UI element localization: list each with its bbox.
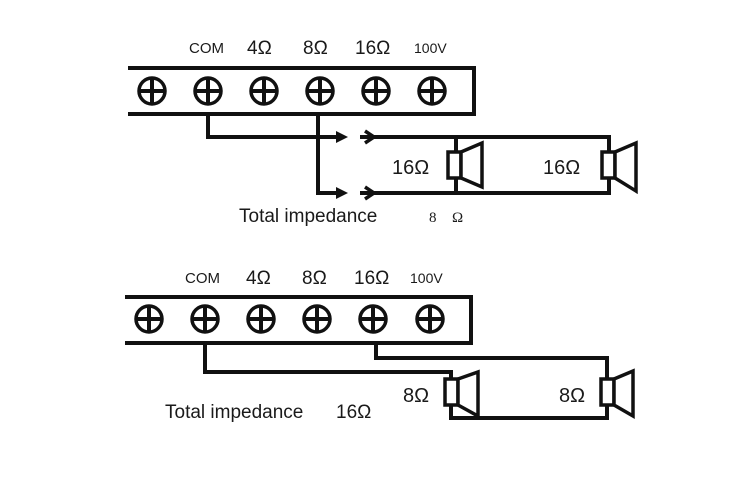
terminal-label-4ohm: 4Ω — [246, 268, 271, 289]
total-impedance-value: 8 — [429, 210, 437, 226]
screw-terminal-icon — [246, 304, 276, 334]
speaker-icon — [443, 369, 480, 419]
terminal-label-100v: 100V — [414, 40, 447, 56]
screw-terminal-icon — [137, 76, 167, 106]
screw-terminal-icon — [134, 304, 164, 334]
screw-terminal-icon — [415, 304, 445, 334]
wire-16ohm — [374, 342, 609, 382]
terminal-label-16ohm: 16Ω — [355, 38, 390, 59]
speaker-icon — [446, 140, 484, 190]
wire-series-link — [449, 402, 609, 420]
speaker-icon — [600, 140, 638, 195]
total-impedance-value: 16Ω — [336, 402, 371, 423]
speaker-impedance-label: 8Ω — [403, 385, 429, 407]
terminal-strip — [128, 66, 476, 116]
arrow-icon — [336, 131, 348, 143]
terminals — [134, 304, 445, 334]
terminal-label-com: COM — [189, 40, 224, 57]
panel-parallel: COM 4Ω 8Ω 16Ω 100V 16Ω 16Ω — [128, 38, 638, 227]
terminal-label-8ohm: 8Ω — [302, 268, 327, 289]
total-impedance-unit: Ω — [452, 210, 463, 226]
speaker-impedance-label: 16Ω — [392, 157, 429, 179]
terminal-label-com: COM — [185, 270, 220, 287]
terminal-label-100v: 100V — [410, 270, 443, 286]
wire-com — [206, 113, 320, 139]
terminal-label-4ohm: 4Ω — [247, 38, 272, 59]
terminal-strip — [125, 295, 473, 345]
wire-speaker-upper — [360, 135, 611, 154]
terminal-label-8ohm: 8Ω — [303, 38, 328, 59]
screw-terminal-icon — [190, 304, 220, 334]
screw-terminal-icon — [358, 304, 388, 334]
wire-com — [203, 342, 453, 381]
terminals — [137, 76, 447, 106]
panel-series: COM 4Ω 8Ω 16Ω 100V 8Ω 8Ω Total impedance… — [125, 268, 635, 423]
arrow-icon — [336, 187, 348, 199]
screw-terminal-icon — [417, 76, 447, 106]
speaker-impedance-label: 8Ω — [559, 385, 585, 407]
screw-terminal-icon — [361, 76, 391, 106]
speaker-impedance-label: 16Ω — [543, 157, 580, 179]
total-impedance-label: Total impedance — [165, 402, 303, 423]
screw-terminal-icon — [193, 76, 223, 106]
total-impedance-label: Total impedance — [239, 206, 377, 227]
screw-terminal-icon — [302, 304, 332, 334]
screw-terminal-icon — [305, 76, 335, 106]
terminal-label-16ohm: 16Ω — [354, 268, 389, 289]
screw-terminal-icon — [249, 76, 279, 106]
speaker-icon — [599, 368, 635, 420]
wire-8ohm — [316, 113, 340, 195]
wire-speaker-lower — [360, 176, 611, 195]
